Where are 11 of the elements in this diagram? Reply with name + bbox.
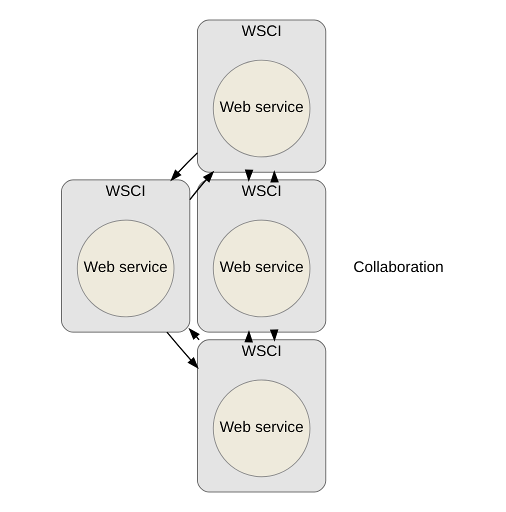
node-circle: Web service	[76, 220, 174, 318]
arrow	[270, 170, 279, 183]
node-circle: Web service	[212, 380, 310, 478]
arrow	[244, 170, 254, 182]
arrow	[170, 152, 198, 182]
node-circle: Web service	[212, 220, 310, 318]
label: Collaboration	[353, 259, 444, 276]
arrow	[270, 329, 278, 342]
node-circle: Web service	[212, 60, 310, 158]
arrow	[189, 170, 214, 200]
arrow	[244, 330, 253, 342]
